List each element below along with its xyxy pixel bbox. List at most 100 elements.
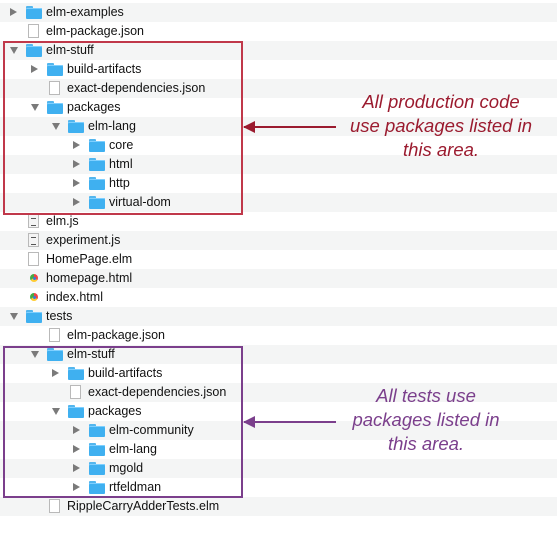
folder-icon [89,139,105,152]
production-packages-highlight [3,41,243,215]
tree-row[interactable]: tests [0,307,557,326]
disclosure-expanded-icon[interactable] [10,313,18,320]
tree-item-label: experiment.js [46,233,121,247]
tree-row[interactable]: mgold [0,459,557,478]
document-file-icon [28,252,39,266]
tree-item-label: index.html [46,290,103,304]
tree-item-label: mgold [109,461,144,475]
tree-item-label: build-artifacts [67,62,142,76]
tree-item-label: core [109,138,134,152]
annotation-line: this area. [402,139,480,160]
document-file-icon [49,328,60,342]
tree-item-label: tests [46,309,73,323]
document-file-icon [49,499,60,513]
test-packages-highlight [3,346,243,498]
annotation-line: this area. [387,433,465,454]
tests-annotation: All tests use packages listed in this ar… [340,384,512,456]
folder-icon [47,63,63,76]
folder-icon [26,6,42,19]
tree-row[interactable]: experiment.js [0,231,557,250]
tree-row[interactable]: exact-dependencies.json [0,79,557,98]
annotation-line: use packages listed in [349,115,533,136]
folder-icon [68,405,84,418]
disclosure-collapsed-icon[interactable] [73,179,80,187]
tree-row[interactable]: RippleCarryAdderTests.elm [0,497,557,516]
script-file-icon [28,214,39,228]
folder-icon [47,348,63,361]
tree-row[interactable]: elm-examples [0,3,557,22]
tree-item-label: elm-package.json [67,328,165,342]
tree-row[interactable]: core [0,136,557,155]
folder-icon [89,443,105,456]
production-annotation: All production code use packages listed … [336,90,546,162]
tree-item-label: elm-lang [109,442,157,456]
tree-row[interactable]: packages [0,402,557,421]
disclosure-collapsed-icon[interactable] [73,445,80,453]
folder-icon [68,367,84,380]
file-tree: elm-examples elm-package.json elm-stuff bui… [0,3,557,516]
disclosure-collapsed-icon[interactable] [73,464,80,472]
tree-item-label: packages [88,404,142,418]
document-file-icon [49,81,60,95]
tree-item-label: rtfeldman [109,480,162,494]
tree-item-label: homepage.html [46,271,133,285]
tree-row[interactable]: build-artifacts [0,60,557,79]
tree-row[interactable]: elm-stuff [0,345,557,364]
tree-item-label: html [109,157,133,171]
folder-icon [26,310,42,323]
disclosure-expanded-icon[interactable] [52,408,60,415]
tree-row[interactable]: elm-lang [0,440,557,459]
tree-row[interactable]: packages [0,98,557,117]
tree-item-label: elm-examples [46,5,124,19]
tree-row[interactable]: elm-stuff [0,41,557,60]
disclosure-expanded-icon[interactable] [31,351,39,358]
disclosure-collapsed-icon[interactable] [73,160,80,168]
disclosure-collapsed-icon[interactable] [73,483,80,491]
tree-item-label: virtual-dom [109,195,171,209]
annotation-line: packages listed in [352,409,500,430]
folder-icon [89,158,105,171]
tree-row[interactable]: elm-community [0,421,557,440]
tree-row[interactable]: elm-package.json [0,22,557,41]
disclosure-collapsed-icon[interactable] [31,65,38,73]
folder-icon [89,177,105,190]
tree-row[interactable]: elm-package.json [0,326,557,345]
tree-row[interactable]: rtfeldman [0,478,557,497]
tree-row[interactable]: http [0,174,557,193]
tree-item-label: elm-package.json [46,24,144,38]
disclosure-collapsed-icon[interactable] [73,141,80,149]
tree-row[interactable]: HomePage.elm [0,250,557,269]
tree-item-label: build-artifacts [88,366,163,380]
tree-item-label: elm.js [46,214,79,228]
tree-item-label: HomePage.elm [46,252,133,266]
production-arrow [243,121,336,133]
disclosure-expanded-icon[interactable] [10,47,18,54]
tree-row[interactable]: html [0,155,557,174]
document-file-icon [28,24,39,38]
disclosure-collapsed-icon[interactable] [52,369,59,377]
folder-icon [89,481,105,494]
folder-icon [89,462,105,475]
arrow-head-icon [243,416,255,428]
tree-item-label: http [109,176,130,190]
folder-icon [47,101,63,114]
disclosure-collapsed-icon[interactable] [10,8,17,16]
chrome-html-file-icon [30,274,38,282]
tree-row[interactable]: index.html [0,288,557,307]
tree-row[interactable]: exact-dependencies.json [0,383,557,402]
tree-item-label: elm-community [109,423,194,437]
disclosure-collapsed-icon[interactable] [73,198,80,206]
annotation-line: All production code [362,91,520,112]
disclosure-collapsed-icon[interactable] [73,426,80,434]
folder-icon [89,196,105,209]
tree-row[interactable]: build-artifacts [0,364,557,383]
tree-item-label: elm-stuff [67,347,115,361]
document-file-icon [70,385,81,399]
tree-row[interactable]: virtual-dom [0,193,557,212]
disclosure-expanded-icon[interactable] [31,104,39,111]
folder-icon [26,44,42,57]
folder-icon [89,424,105,437]
arrow-head-icon [243,121,255,133]
disclosure-expanded-icon[interactable] [52,123,60,130]
tree-row[interactable]: homepage.html [0,269,557,288]
